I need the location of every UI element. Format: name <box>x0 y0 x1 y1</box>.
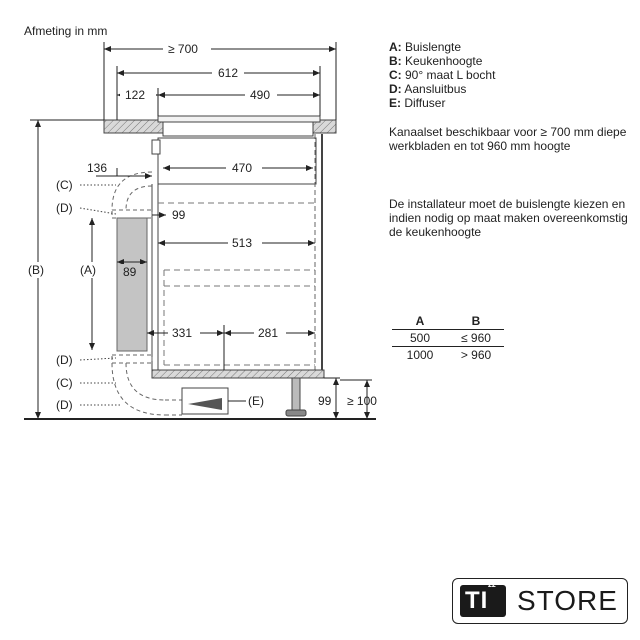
legend-item-b: B: Keukenhoogte <box>389 54 483 68</box>
label-d-bottom: (D) <box>56 353 73 367</box>
legend-item-e: E: Diffuser <box>389 96 446 110</box>
dim-513: 513 <box>232 236 252 250</box>
dim-99-bottom: 99 <box>318 394 332 408</box>
dim-136: 136 <box>87 161 107 175</box>
dim-490: 490 <box>250 88 270 102</box>
dimension-labels: ≥ 700 612 122 490 136 470 99 513 89 331 … <box>87 41 377 408</box>
label-leaders <box>79 184 120 406</box>
label-a: (A) <box>80 263 96 277</box>
label-c-bottom: (C) <box>56 376 73 390</box>
dim-122: 122 <box>125 88 145 102</box>
dim-331: 331 <box>172 326 192 340</box>
dim-100: ≥ 100 <box>347 394 377 408</box>
table-cell: 500 <box>409 331 431 345</box>
kitchen-structure <box>24 115 376 420</box>
dim-89: 89 <box>123 265 137 279</box>
note-installer: De installateur moet de buislengte kieze… <box>389 197 628 239</box>
label-b: (B) <box>28 263 44 277</box>
hob-top <box>157 115 321 123</box>
unit-caption: Afmeting in mm <box>24 24 107 38</box>
label-e: (E) <box>248 394 264 408</box>
dim-281: 281 <box>258 326 278 340</box>
table-cell: > 960 <box>460 348 492 362</box>
table-header-b: B <box>471 314 481 328</box>
table-header-a: A <box>415 314 425 328</box>
table-row: 500 ≤ 960 <box>392 330 504 347</box>
store-logo: TI 22 STORE <box>452 578 628 624</box>
legend: A: Buislengte B: Keukenhoogte C: 90° maa… <box>389 40 495 110</box>
legend-item-a: A: Buislengte <box>389 40 462 54</box>
legend-item-d: D: Aansluitbus <box>389 82 467 96</box>
dim-99-top: 99 <box>172 208 186 222</box>
dim-700: ≥ 700 <box>168 42 198 56</box>
label-c-top: (C) <box>56 178 73 192</box>
dim-612: 612 <box>218 66 238 80</box>
logo-mark: TI <box>460 585 506 617</box>
dim-470: 470 <box>232 161 252 175</box>
pipe-length-table: A B 500 ≤ 960 1000 > 960 <box>392 313 504 363</box>
logo-superscript: 22 <box>488 582 496 589</box>
dimension-lines <box>30 42 372 419</box>
label-d-top: (D) <box>56 201 73 215</box>
legend-item-c: C: 90° maat L bocht <box>389 68 496 82</box>
part-labels: (C) (D) (A) (B) (D) (C) (D) (E) <box>26 178 264 412</box>
table-cell: 1000 <box>406 348 434 362</box>
cabinet-leg <box>291 377 301 413</box>
fan-outlet <box>151 139 161 155</box>
table-row: 1000 > 960 <box>392 347 504 364</box>
cabinet-bottom <box>151 369 325 379</box>
vertical-duct <box>116 217 148 352</box>
hob-body <box>162 121 314 137</box>
note-channel-set: Kanaalset beschikbaar voor ≥ 700 mm diep… <box>389 125 627 153</box>
label-d-floor: (D) <box>56 398 73 412</box>
table-cell: ≤ 960 <box>461 331 491 345</box>
logo-wordmark: STORE <box>517 585 618 616</box>
